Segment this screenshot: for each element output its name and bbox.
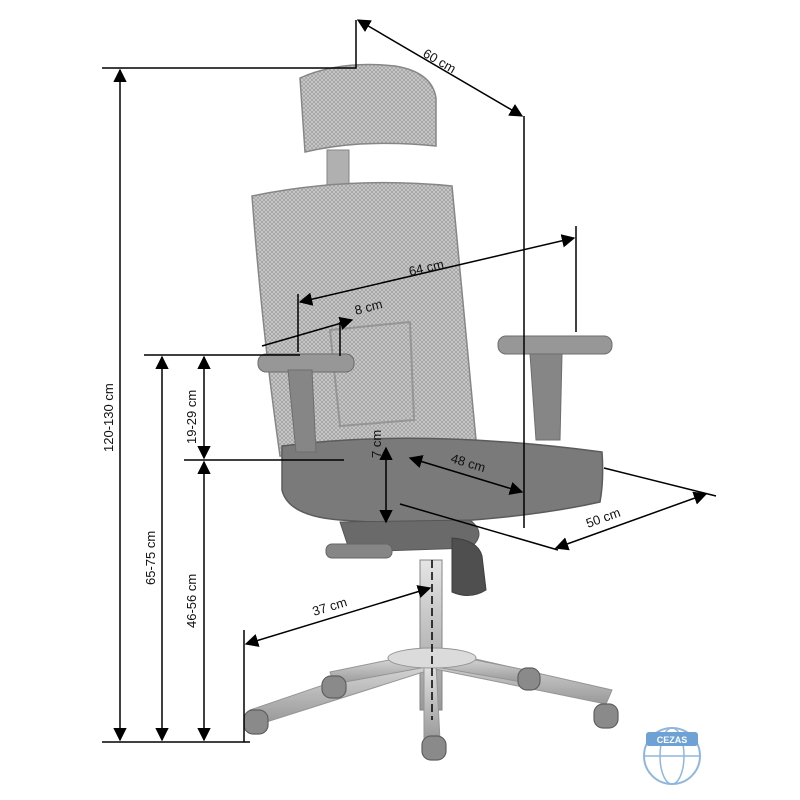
label-8cm: 8 cm: [353, 296, 384, 318]
label-65-75cm: 65-75 cm: [143, 531, 158, 585]
office-chair-illustration: [243, 63, 619, 761]
leader-50-left: [399, 503, 559, 551]
gas-lift-cover: [451, 537, 487, 596]
armrest-right: [497, 335, 613, 441]
armrest-left: [257, 353, 355, 453]
backrest: [251, 181, 477, 457]
leader-50-right: [603, 467, 717, 497]
casters: [243, 667, 619, 761]
leader-top-left: [102, 20, 357, 69]
tilt-mechanism: [325, 519, 480, 559]
dim-arrow-60: [356, 19, 524, 117]
label-7cm: 7 cm: [369, 430, 384, 458]
label-60cm: 60 cm: [421, 46, 459, 77]
headrest: [299, 63, 437, 153]
headrest-post: [326, 149, 350, 187]
label-120-130cm: 120-130 cm: [101, 383, 116, 452]
dim-arrow-8: [261, 316, 354, 347]
logo-text: CEZAS: [657, 735, 688, 745]
label-19-29cm: 19-29 cm: [184, 390, 199, 444]
dim-arrow-50: [554, 491, 708, 551]
dim-arrow-48: [408, 455, 524, 495]
cezas-logo: CEZAS: [643, 727, 701, 785]
dim-arrow-64: [298, 234, 576, 306]
label-46-56cm: 46-56 cm: [184, 574, 199, 628]
dimension-lines: [102, 19, 717, 743]
star-base: [249, 647, 613, 741]
dim-arrow-37: [244, 585, 432, 647]
seat-cushion: [281, 437, 604, 525]
